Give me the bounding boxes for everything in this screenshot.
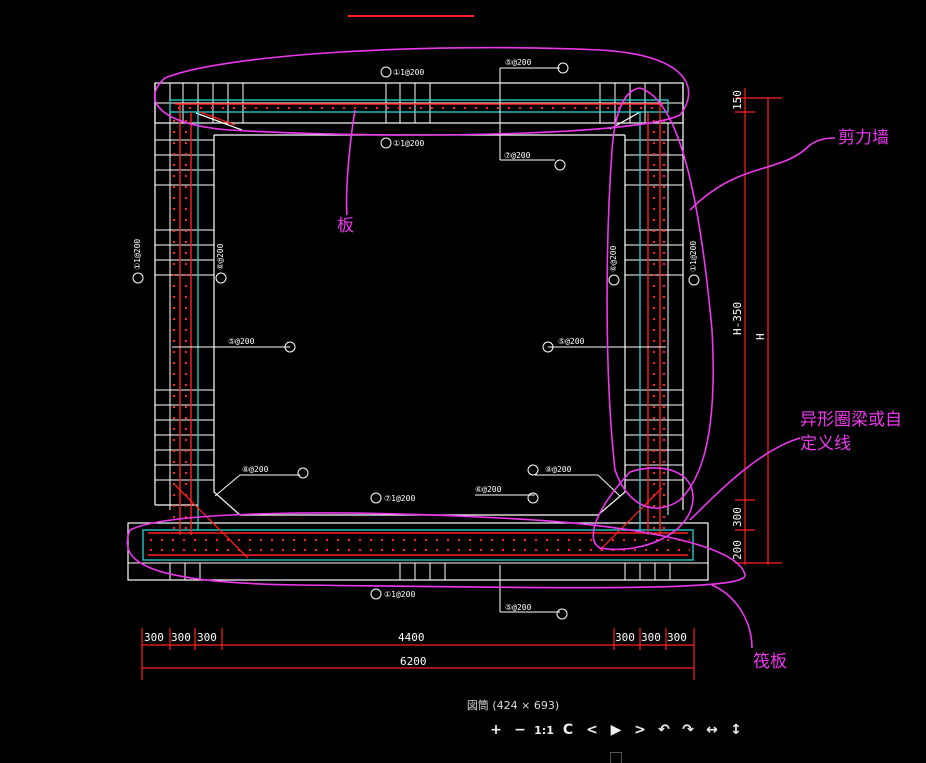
next-button[interactable]: > <box>634 722 646 738</box>
dim-left-1: 300 <box>144 631 164 644</box>
label-bottom-outer: ①1@200 <box>384 590 415 599</box>
label-right-wall-inner: ⑥@200 <box>609 245 618 272</box>
viewer-toolbar: + − 1:1 C < ▶ > ↶ ↷ ↔ ↕ <box>484 718 748 742</box>
label-right-mid: ⑤@200 <box>558 337 585 346</box>
dim-total: 6200 <box>400 655 427 668</box>
label-bottom-center: ⑥@200 <box>475 485 502 494</box>
cyan-member-outline <box>142 99 694 561</box>
board-circle <box>153 46 690 136</box>
dim-left-3: 300 <box>197 631 217 644</box>
bottom-dimension-text: 300 300 300 4400 300 300 300 6200 <box>144 631 687 668</box>
label-top-inner-right: ⑦@200 <box>504 151 531 160</box>
rotate-left-button[interactable]: ↶ <box>658 722 670 738</box>
haunch-rebar <box>174 111 663 559</box>
board-leader <box>345 109 356 216</box>
image-caption: 図筒 (424 × 693) <box>466 699 560 712</box>
annotation-special-beam-1: 异形圈梁或自 <box>800 410 902 430</box>
label-right-wall-outer: ①1@200 <box>689 241 698 272</box>
rebar-dots <box>150 107 690 551</box>
label-top-outer-right: ⑤@200 <box>505 58 532 67</box>
bottom-dimension-lines <box>141 628 695 680</box>
dim-right-bottom: 200 <box>731 540 744 560</box>
label-bottom-inner: ⑦1@200 <box>384 494 415 503</box>
dim-right-1: 300 <box>615 631 635 644</box>
play-button[interactable]: ▶ <box>610 722 622 738</box>
flip-vertical-button[interactable]: ↕ <box>730 722 742 738</box>
label-right-haunch: ⑨@200 <box>545 465 572 474</box>
previous-button[interactable]: < <box>586 722 598 738</box>
label-left-haunch: ⑧@200 <box>242 465 269 474</box>
flip-horizontal-button[interactable]: ↔ <box>706 722 718 738</box>
label-top-inner: ①1@200 <box>393 139 424 148</box>
right-dimension-lines <box>735 88 782 565</box>
raft-leader <box>711 584 753 649</box>
label-top-outer: ①1@200 <box>393 68 424 77</box>
label-left-wall-outer: ①1@200 <box>133 239 142 270</box>
raft-circle <box>126 512 746 589</box>
rotate-right-button[interactable]: ↷ <box>682 722 694 738</box>
dim-mid: 4400 <box>398 631 425 644</box>
dim-right-lower: 300 <box>731 507 744 527</box>
actual-size-button[interactable]: 1:1 <box>534 723 554 737</box>
rebar-leaders <box>172 67 666 613</box>
label-markers <box>132 62 700 620</box>
dim-right-3: 300 <box>667 631 687 644</box>
dim-right-top: 150 <box>731 90 744 110</box>
rebar-lines <box>148 103 688 556</box>
annotation-special-beam-2: 定义线 <box>800 434 851 454</box>
dim-right-total: H <box>754 333 767 340</box>
annotation-shear-wall: 剪力墙 <box>838 128 889 148</box>
reset-button[interactable]: C <box>562 722 574 738</box>
section-outline <box>127 82 709 581</box>
annotation-board: 板 <box>337 216 354 236</box>
shear-wall-circle <box>606 87 714 509</box>
dim-right-mid: H-350 <box>731 302 744 335</box>
rebar-label-text: ①1@200 ⑤@200 ①1@200 ⑦@200 ①1@200 ⑥@200 ⑥… <box>133 58 698 612</box>
label-left-mid: ⑤@200 <box>228 337 255 346</box>
bottom-tab-icon <box>610 752 622 763</box>
label-left-wall-inner: ⑥@200 <box>216 243 225 270</box>
special-beam-leader <box>689 437 801 521</box>
magenta-markup <box>126 46 836 649</box>
zoom-out-button[interactable]: − <box>514 722 526 738</box>
dim-right-2: 300 <box>641 631 661 644</box>
left-wall-hatching <box>155 123 214 510</box>
annotation-raft-board: 筏板 <box>753 652 787 672</box>
right-dimension-text: 150 H-350 H 300 200 <box>731 90 767 560</box>
label-bottom-outer-right: ⑤@200 <box>505 603 532 612</box>
shear-wall-leader <box>689 137 836 211</box>
dim-left-2: 300 <box>171 631 191 644</box>
special-beam-circle <box>592 467 694 551</box>
zoom-in-button[interactable]: + <box>490 722 502 738</box>
top-slab-hatching <box>155 83 683 123</box>
